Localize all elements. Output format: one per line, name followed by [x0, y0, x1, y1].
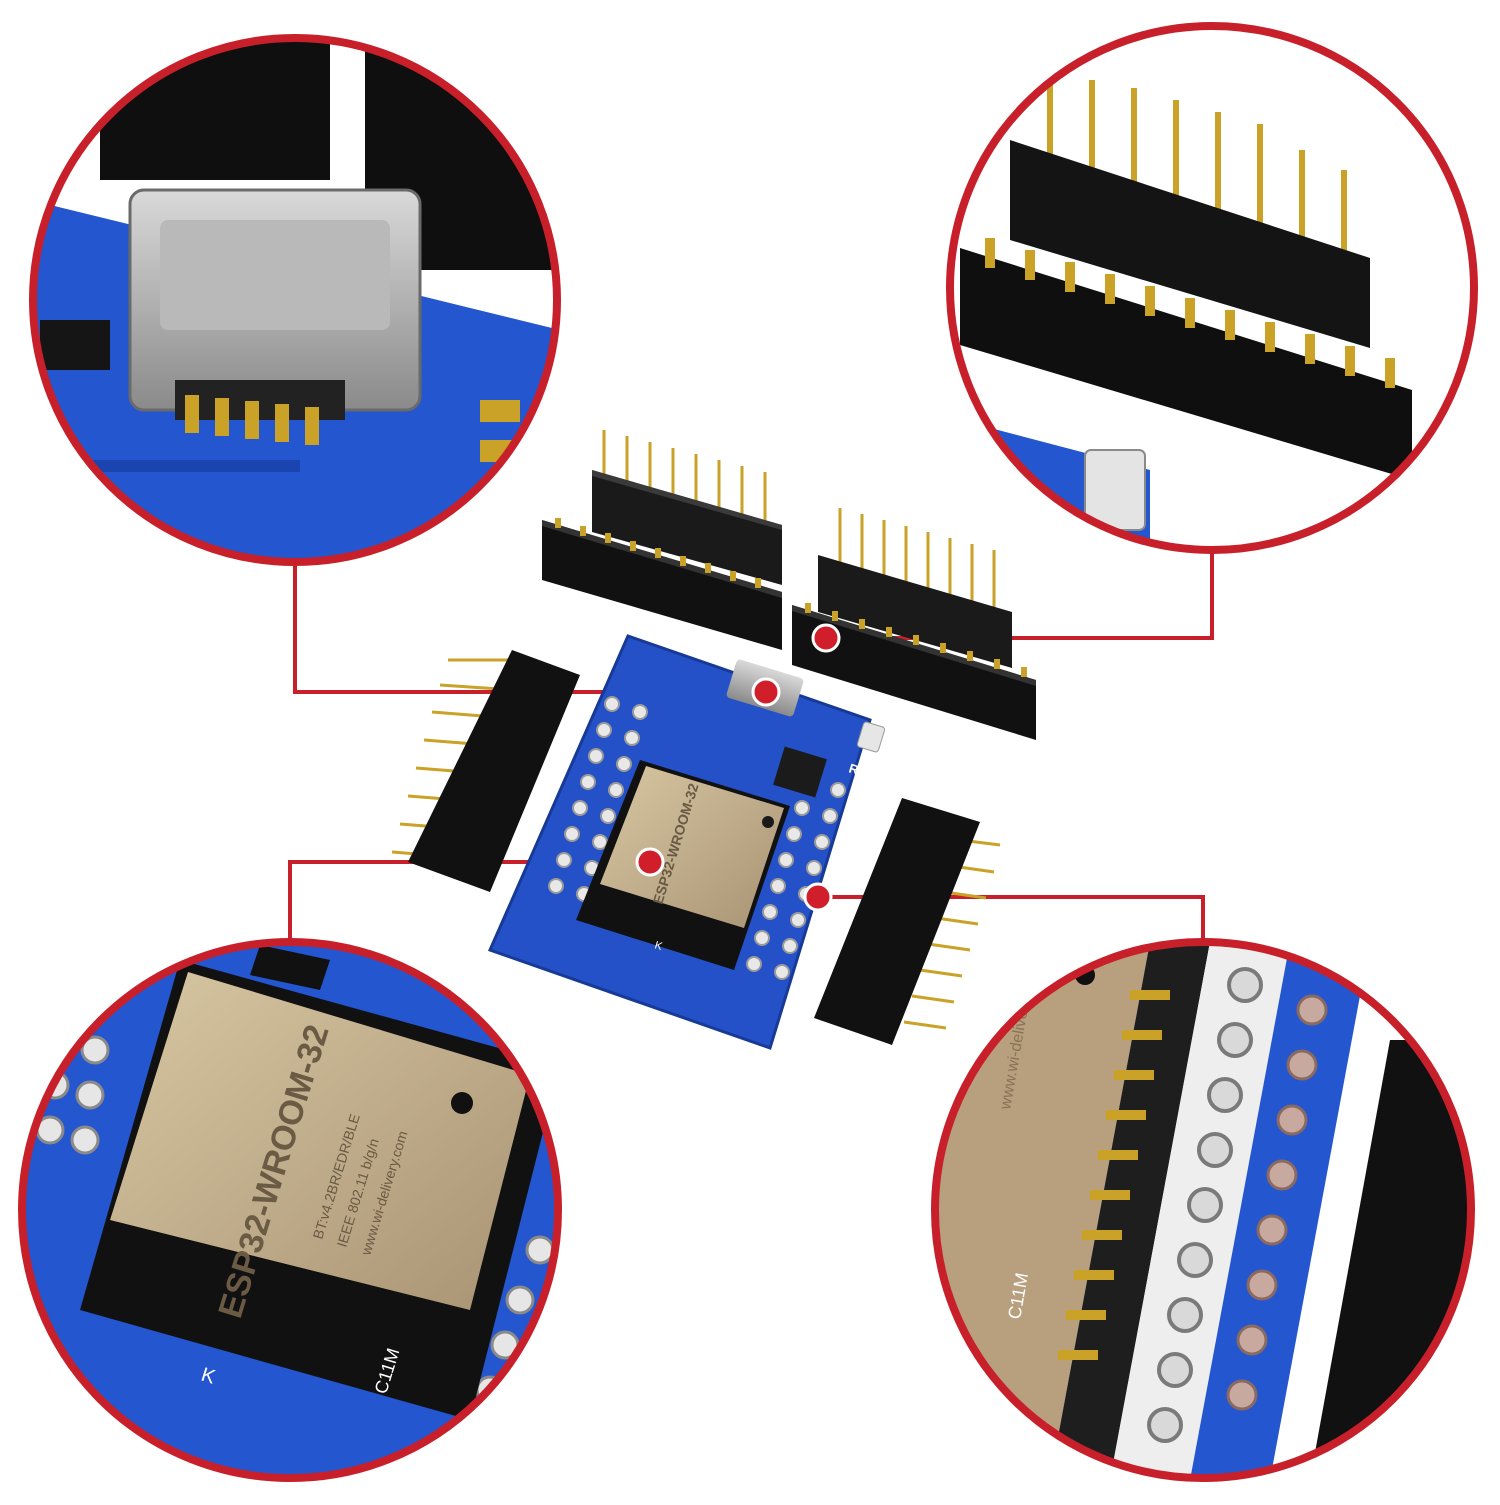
pcb-board: RST ESP32-WROOM-32 K [487, 634, 886, 1050]
callout-dot-header [811, 623, 841, 653]
reset-button [856, 721, 886, 753]
reset-label: RST [847, 761, 876, 783]
esp32-module-shield [600, 766, 784, 928]
callout-dot-usb [751, 677, 781, 707]
zoom-circle-holes [931, 938, 1475, 1482]
zoom-pin-holes: www.wi-delivery.com C11M [931, 938, 1475, 1482]
antenna-marker: K [653, 939, 664, 953]
female-header-front-left [542, 518, 782, 650]
male-header-left [391, 650, 580, 892]
zoom-circle-usb [29, 34, 561, 566]
callout-dot-holes [803, 882, 833, 912]
female-header-back-right [818, 508, 1012, 668]
zoom-circle-header [946, 22, 1478, 554]
zoom-header-pins [946, 22, 1478, 554]
female-header-front-right [792, 603, 1036, 740]
male-header-right [814, 798, 1001, 1045]
center-product: RST ESP32-WROOM-32 K [391, 430, 1036, 1050]
zoom-usb-port [29, 34, 561, 566]
zoom-esp32-module: ESP32-WROOM-32 BT:v4.2BR/EDR/BLE IEEE 80… [18, 938, 562, 1482]
usb-uart-chip [773, 746, 827, 798]
callout-dot-module [635, 847, 665, 877]
female-header-back-left [592, 430, 782, 585]
zoom-circle-module [18, 938, 562, 1482]
